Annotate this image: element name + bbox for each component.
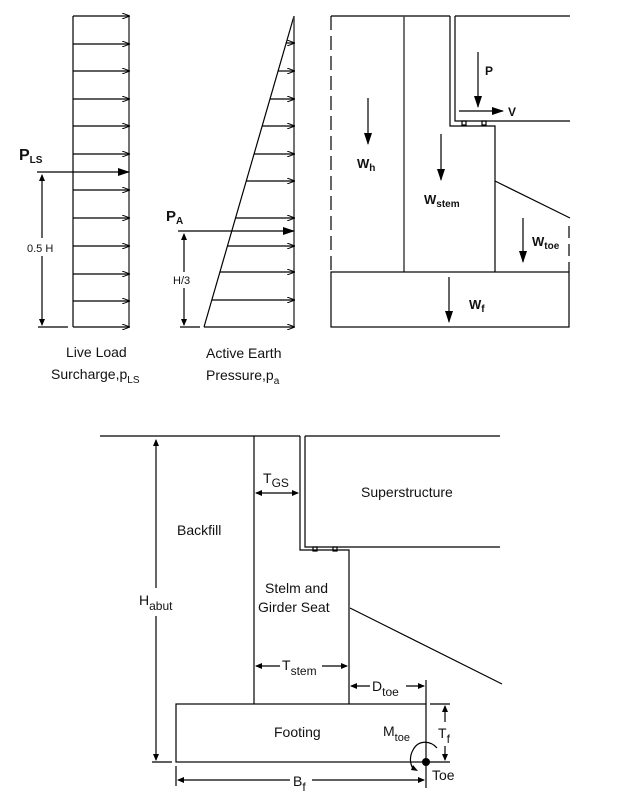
wf-label: Wf [469,297,485,315]
pls-label: PLS [19,147,43,166]
toe-label: Toe [432,767,455,783]
wstem-label: Wstem [424,192,460,210]
superstructure-label: Superstructure [361,484,453,500]
dtoe-label: Dtoe [372,678,399,699]
diagram2-caption-line2: Pressure,pa [206,367,280,387]
active-earth-pressure-diagram: H/3 PA Active Earth Pressure,pa [166,15,295,387]
habut-label: Habut [139,592,173,613]
earth-pressure-arrows [211,43,294,300]
backfill-label: Backfill [177,522,221,538]
front-soil-slope [349,607,503,685]
tgs-label: TGS [263,470,289,490]
footing-box [175,703,427,763]
v-label: V [508,105,516,119]
bearing-pad-2 [481,120,487,126]
stem-front-profile [449,16,496,272]
tf-label: Tf [438,725,451,746]
diagram2-caption-line1: Active Earth [206,345,281,361]
superstructure-outline [454,15,570,122]
diagram1-caption-line1: Live Load [66,344,127,360]
half-h-label: 0.5 H [27,243,53,255]
bearing-pad-1 [461,120,467,126]
wtoe-label: Wtoe [532,234,560,252]
mtoe-moment-arc [409,741,438,771]
tstem-label: Tstem [282,657,317,678]
diagram1-caption-line2: Surcharge,pLS [51,366,140,386]
wh-label: Wh [357,156,375,174]
mtoe-label: Mtoe [383,723,410,744]
footing-label: Footing [274,724,321,740]
stem-label-line1: Stelm and [265,580,328,596]
h-third-label: H/3 [173,275,190,287]
p-label: P [485,64,493,78]
stem-front-face-line [299,436,350,704]
superstructure-box [304,435,500,548]
surcharge-arrows [73,16,129,327]
abutment-loads-diagram: Wh Wstem Wtoe Wf P V [330,15,571,328]
live-load-surcharge-diagram: 0.5 H PLS Live Load Surcharge,pLS [19,16,140,386]
mtoe-arrowhead [411,765,418,771]
abutment-geometry-diagram: Habut TGS Tstem Dtoe Tf Mtoe Toe Bf [100,435,503,796]
pressure-triangle-hypotenuse [203,15,295,328]
footing-outline [330,271,570,328]
bf-label: Bf [293,773,306,794]
bearing-1 [312,546,318,552]
bearing-2 [332,546,338,552]
stem-label-line2: Girder Seat [258,599,330,615]
toe-soil-slope [494,180,571,219]
pa-label: PA [166,208,183,227]
